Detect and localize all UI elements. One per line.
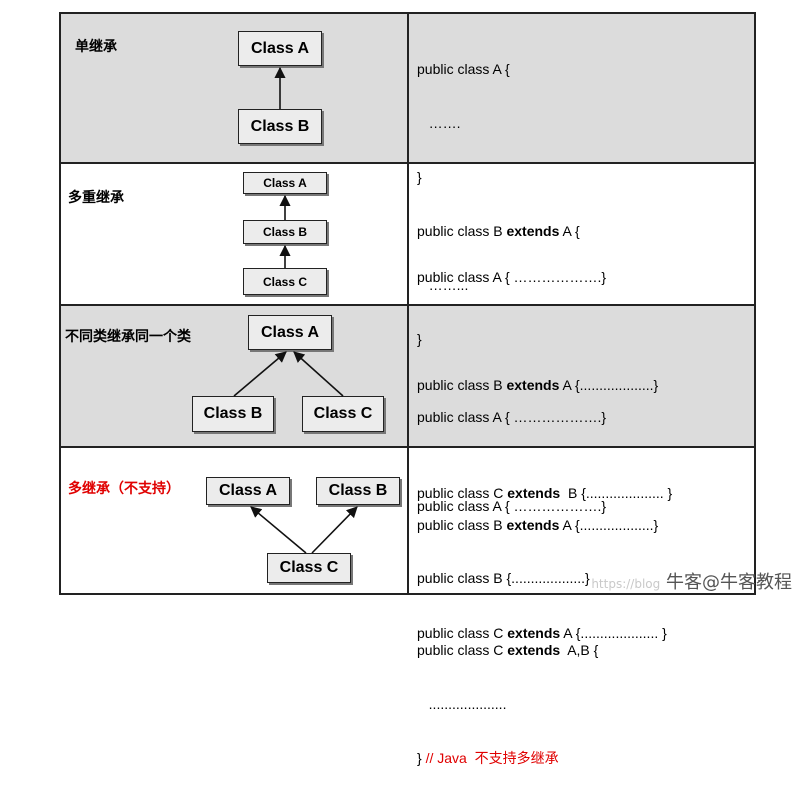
code-block-multiple: public class A { ……………….} public class B… (417, 461, 606, 785)
row-label-multiple-unsupported: 多继承（不支持） (68, 480, 180, 496)
extends-keyword: extends (506, 223, 560, 239)
code-line: public class C extends B {..............… (417, 485, 673, 501)
code-line: public class A { ……………….} (417, 498, 607, 514)
column-divider (407, 12, 409, 595)
watermark: https://blog 牛客@牛客教程 (591, 568, 792, 594)
row-label-single: 单继承 (75, 38, 117, 54)
code-line: public class B extends A { (417, 223, 580, 239)
code-line: } (417, 331, 422, 347)
class-box: Class B (243, 220, 327, 244)
code-line: ……... (417, 277, 469, 293)
class-box: Class C (302, 396, 384, 432)
extends-keyword: extends (507, 485, 561, 501)
code-line: public class A { ……………….} (417, 409, 607, 425)
row-label-multilevel: 多重继承 (68, 189, 124, 205)
code-line: public class A { (417, 61, 510, 77)
code-line: } // Java 不支持多继承 (417, 750, 559, 766)
class-box: Class C (243, 268, 327, 295)
class-box: Class B (316, 477, 400, 505)
code-line: } (417, 169, 422, 185)
code-line: .................... (417, 696, 507, 712)
class-box: Class B (238, 109, 322, 144)
java-comment: // Java 不支持多继承 (421, 750, 559, 766)
code-line: public class C extends A,B { (417, 642, 599, 658)
code-block-multilevel: public class A { ……………….} public class B… (417, 187, 672, 547)
watermark-url: https://blog (591, 577, 661, 591)
extends-keyword: extends (507, 642, 561, 658)
class-box: Class A (248, 315, 332, 350)
code-line: public class A { ……………….} (417, 269, 607, 285)
class-box: Class B (192, 396, 274, 432)
extends-keyword: extends (506, 517, 560, 533)
class-box: Class A (243, 172, 327, 194)
class-box: Class A (238, 31, 322, 66)
class-box: Class C (267, 553, 351, 583)
row-label-hierarchical: 不同类继承同一个类 (65, 328, 191, 344)
code-line: ……. (417, 115, 461, 131)
extends-keyword: extends (506, 377, 560, 393)
code-line: public class B extends A {..............… (417, 517, 659, 533)
code-block-single: public class A { ……. } public class B ex… (417, 24, 580, 366)
class-box: Class A (206, 477, 290, 505)
watermark-text: 牛客@牛客教程 (666, 572, 792, 593)
code-line: public class B extends A {..............… (417, 377, 659, 393)
code-line: public class B {...................} (417, 570, 590, 586)
